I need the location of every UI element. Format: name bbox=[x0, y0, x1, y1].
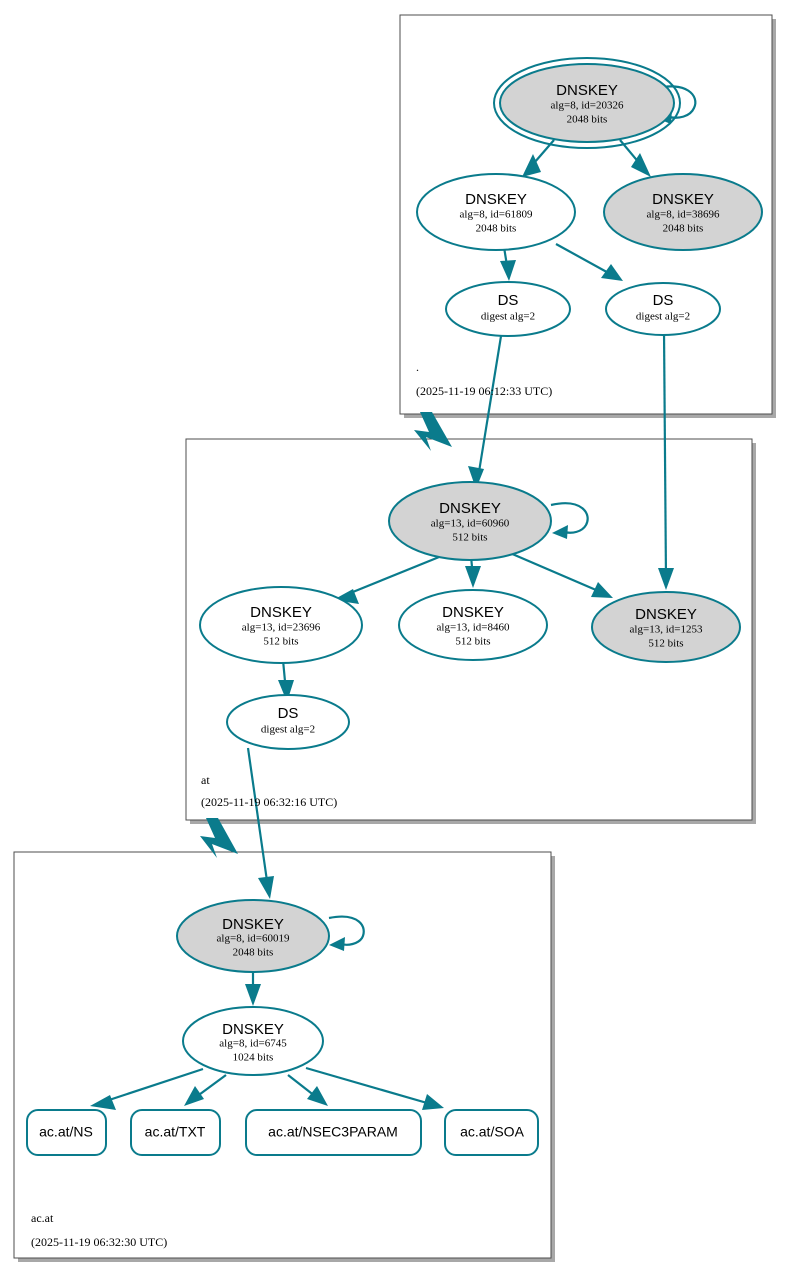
node-title: DNSKEY bbox=[465, 191, 527, 208]
node-title: DNSKEY bbox=[442, 604, 504, 621]
node-body bbox=[182, 1006, 324, 1076]
edge-delegation-root-ds-right-to-at-key1253 bbox=[658, 329, 674, 590]
node-line3: 2048 bits bbox=[476, 223, 517, 235]
rrset-node-ac-at-soa[interactable]: ac.at/SOA bbox=[444, 1109, 539, 1156]
edge-delegation-at-ds-to-acat-ksk bbox=[246, 747, 274, 899]
node-at-ksk-60960[interactable]: DNSKEY alg=13, id=60960 512 bits bbox=[388, 481, 552, 561]
node-line3: 1024 bits bbox=[233, 1052, 274, 1064]
node-at-key-1253[interactable]: DNSKEY alg=13, id=1253 512 bits bbox=[591, 591, 741, 663]
node-line3: 2048 bits bbox=[233, 947, 274, 959]
node-title: DS bbox=[278, 705, 299, 722]
edge-root-zsk-to-ds-right bbox=[555, 243, 623, 281]
node-body bbox=[605, 282, 721, 336]
rrset-node-ac-at-nsec3param[interactable]: ac.at/NSEC3PARAM bbox=[245, 1109, 422, 1156]
node-title: DNSKEY bbox=[652, 191, 714, 208]
rrset-body bbox=[26, 1109, 107, 1156]
edge-at-ksk-to-key1253 bbox=[509, 551, 613, 598]
edge-delegation-root-ds-left-to-at-ksk bbox=[468, 329, 504, 489]
node-title: DNSKEY bbox=[222, 916, 284, 933]
trust-anchor-outer-ring bbox=[493, 57, 681, 149]
node-line2: digest alg=2 bbox=[636, 311, 690, 323]
node-line3: 512 bits bbox=[455, 636, 490, 648]
node-at-key-23696[interactable]: DNSKEY alg=13, id=23696 512 bits bbox=[199, 586, 363, 664]
node-line2: digest alg=2 bbox=[261, 724, 315, 736]
edge-acat-zsk-to-rr-txt bbox=[184, 1074, 227, 1106]
zone-timestamp-at: (2025-11-19 06:32:16 UTC) bbox=[201, 795, 337, 809]
rrset-node-ac-at-txt[interactable]: ac.at/TXT bbox=[130, 1109, 221, 1156]
node-at-ds[interactable]: DS digest alg=2 bbox=[226, 694, 350, 750]
node-body bbox=[176, 899, 330, 973]
node-line3: 2048 bits bbox=[663, 223, 704, 235]
edge-self-sign-acat-ksk bbox=[328, 915, 365, 951]
node-body bbox=[388, 481, 552, 561]
node-body bbox=[445, 281, 571, 337]
rrset-label: ac.at/TXT bbox=[145, 1124, 206, 1140]
node-line2: alg=13, id=1253 bbox=[630, 624, 703, 636]
node-line3: 512 bits bbox=[452, 532, 487, 544]
rrset-label: ac.at/NSEC3PARAM bbox=[268, 1124, 398, 1140]
node-body bbox=[603, 173, 763, 251]
node-line2: alg=8, id=60019 bbox=[217, 933, 290, 945]
node-body bbox=[199, 586, 363, 664]
node-body bbox=[499, 63, 675, 143]
node-line2: digest alg=2 bbox=[481, 311, 535, 323]
node-root-zsk-61809[interactable]: DNSKEY alg=8, id=61809 2048 bits bbox=[416, 173, 576, 251]
edge-self-sign-at-ksk bbox=[550, 502, 589, 539]
zone-label-root: . bbox=[416, 360, 419, 374]
node-title: DS bbox=[498, 292, 519, 309]
node-line3: 2048 bits bbox=[567, 114, 608, 126]
rrset-body bbox=[444, 1109, 539, 1156]
edge-root-zsk-to-ds-left bbox=[500, 246, 516, 281]
node-line2: alg=13, id=8460 bbox=[437, 622, 510, 634]
node-root-ds-left[interactable]: DS digest alg=2 bbox=[445, 281, 571, 337]
node-title: DS bbox=[653, 292, 674, 309]
node-title: DNSKEY bbox=[439, 500, 501, 517]
node-root-ksk-20326[interactable]: DNSKEY alg=8, id=20326 2048 bits bbox=[493, 57, 681, 149]
edge-acat-zsk-to-rr-ns bbox=[90, 1067, 204, 1110]
rrset-body bbox=[245, 1109, 422, 1156]
node-body bbox=[591, 591, 741, 663]
node-line2: alg=8, id=20326 bbox=[551, 100, 624, 112]
node-line2: alg=13, id=23696 bbox=[242, 622, 321, 634]
rrset-label: ac.at/NS bbox=[39, 1124, 93, 1140]
edge-at-key23696-to-ds bbox=[278, 659, 294, 702]
node-acat-zsk-6745[interactable]: DNSKEY alg=8, id=6745 1024 bits bbox=[182, 1006, 324, 1076]
zone-label-acat: ac.at bbox=[31, 1211, 54, 1225]
node-line3: 512 bits bbox=[263, 636, 298, 648]
zone-timestamp-acat: (2025-11-19 06:32:30 UTC) bbox=[31, 1235, 167, 1249]
node-line3: 512 bits bbox=[648, 638, 683, 650]
node-title: DNSKEY bbox=[556, 82, 618, 99]
edge-acat-zsk-to-rr-nsec3param bbox=[287, 1074, 328, 1106]
node-root-ds-right[interactable]: DS digest alg=2 bbox=[605, 282, 721, 336]
zone-trust-arrow-root-to-at bbox=[414, 412, 452, 451]
node-line2: alg=8, id=6745 bbox=[219, 1038, 287, 1050]
rrset-node-ac-at-ns[interactable]: ac.at/NS bbox=[26, 1109, 107, 1156]
node-body bbox=[398, 589, 548, 661]
node-body bbox=[226, 694, 350, 750]
node-line2: alg=8, id=38696 bbox=[647, 209, 720, 221]
node-line2: alg=8, id=61809 bbox=[460, 209, 533, 221]
node-body bbox=[416, 173, 576, 251]
node-root-key-38696[interactable]: DNSKEY alg=8, id=38696 2048 bits bbox=[603, 173, 763, 251]
node-title: DNSKEY bbox=[250, 604, 312, 621]
edge-acat-zsk-to-rr-soa bbox=[305, 1066, 444, 1110]
node-acat-ksk-60019[interactable]: DNSKEY alg=8, id=60019 2048 bits bbox=[176, 899, 330, 973]
zone-trust-arrow-at-to-acat bbox=[200, 818, 238, 858]
node-line2: alg=13, id=60960 bbox=[431, 518, 510, 530]
rrset-label: ac.at/SOA bbox=[460, 1124, 524, 1140]
rrset-body bbox=[130, 1109, 221, 1156]
node-title: DNSKEY bbox=[222, 1021, 284, 1038]
zone-label-at: at bbox=[201, 773, 210, 787]
node-title: DNSKEY bbox=[635, 606, 697, 623]
node-at-key-8460[interactable]: DNSKEY alg=13, id=8460 512 bits bbox=[398, 589, 548, 661]
zone-timestamp-root: (2025-11-19 06:12:33 UTC) bbox=[416, 384, 552, 398]
